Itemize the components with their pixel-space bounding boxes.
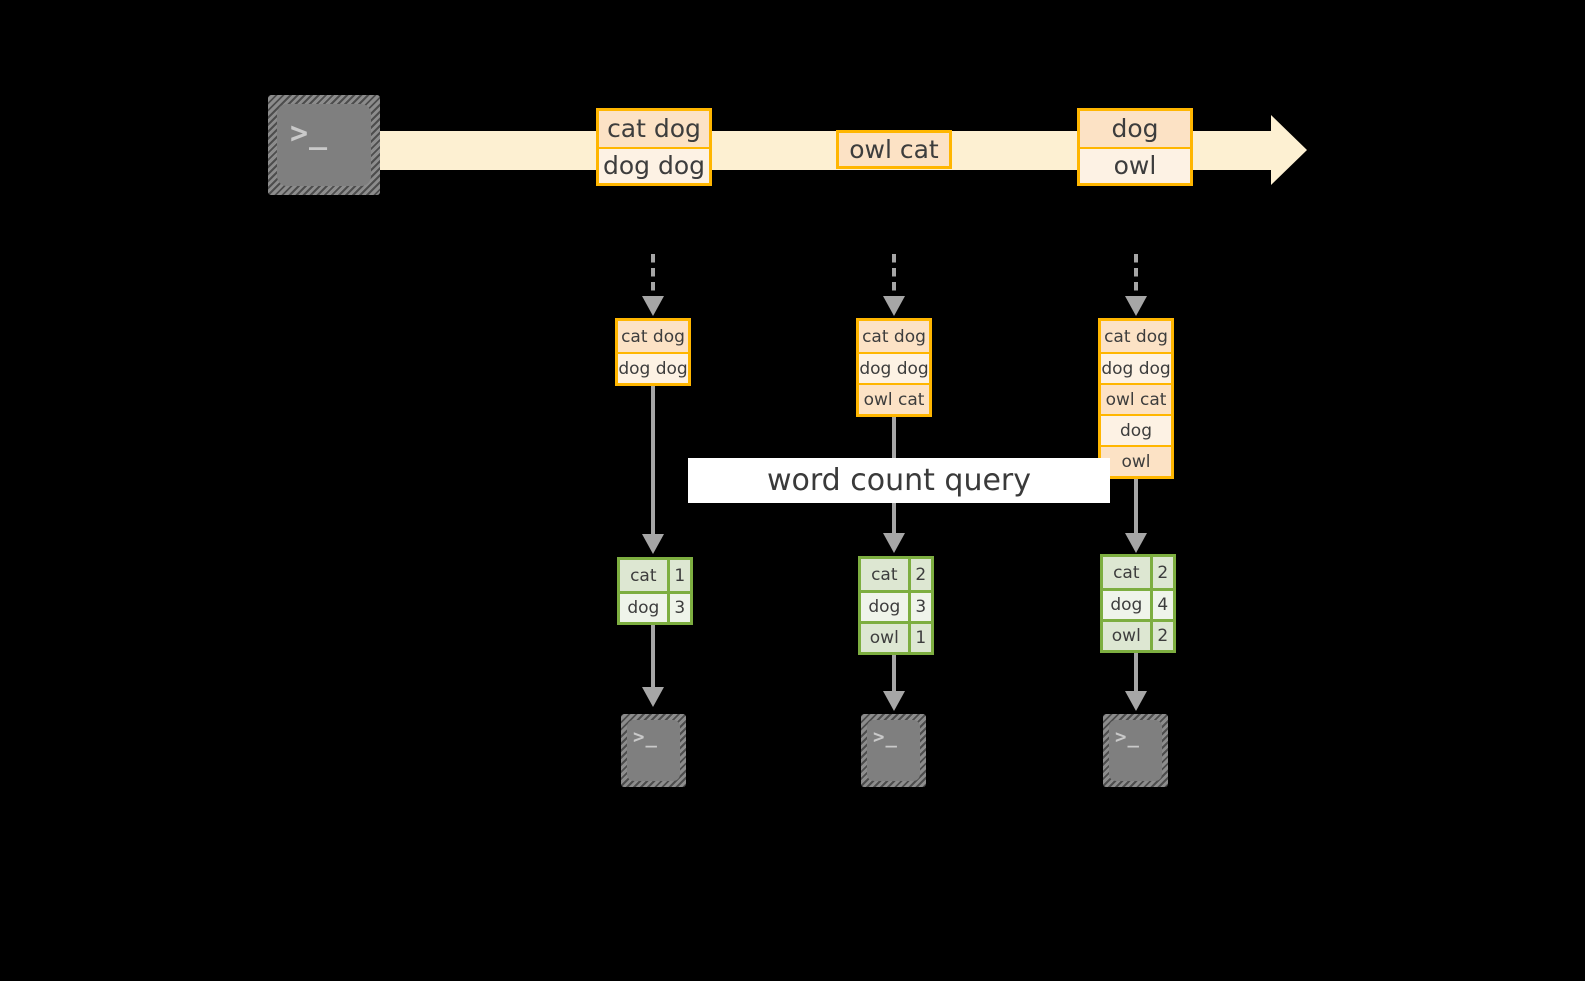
snapshot-3-input-table[interactable]: cat dog dog dog owl cat dog owl	[1098, 318, 1174, 479]
result-word: owl	[1103, 622, 1150, 650]
stream-record-batch-2[interactable]: owl cat	[836, 130, 952, 169]
snapshot-1-tap-line	[651, 254, 655, 302]
snapshot-1-input-table[interactable]: cat dog dog dog	[615, 318, 691, 386]
snapshot-2-tap-line	[892, 254, 896, 302]
table-row: dog 3	[861, 590, 931, 621]
snapshot-2-input-table[interactable]: cat dog dog dog owl cat	[856, 318, 932, 417]
stream-record-line: owl	[1080, 146, 1190, 183]
snapshot-2-tap-arrowhead	[883, 296, 905, 316]
input-line: cat dog	[618, 321, 688, 352]
snapshot-3-tap-line	[1134, 254, 1138, 302]
table-row: cat 1	[620, 560, 690, 591]
query-label: word count query	[688, 458, 1110, 503]
terminal-screen	[867, 720, 920, 781]
source-terminal-icon[interactable]: >_	[268, 95, 380, 195]
input-line: owl cat	[1101, 383, 1171, 414]
terminal-prompt-label: >_	[1115, 726, 1140, 748]
snapshot-3-tap-arrowhead	[1125, 296, 1147, 316]
result-count: 2	[907, 559, 931, 590]
table-row: owl 2	[1103, 619, 1173, 650]
snapshot-1-query-line	[651, 386, 655, 538]
result-count: 3	[666, 594, 690, 622]
snapshot-1-sink-terminal-icon[interactable]: >_	[621, 714, 686, 787]
snapshot-3-query-line	[1134, 479, 1138, 537]
table-row: owl 1	[861, 621, 931, 652]
result-count: 2	[1149, 622, 1173, 650]
stream-record-line: dog dog	[599, 146, 709, 183]
result-word: cat	[620, 560, 667, 591]
input-line: dog dog	[618, 352, 688, 383]
snapshot-3-sink-arrowhead	[1125, 691, 1147, 711]
result-word: cat	[861, 559, 908, 590]
input-line: cat dog	[859, 321, 929, 352]
result-word: owl	[861, 624, 908, 652]
terminal-screen	[627, 720, 680, 781]
snapshot-1-sink-arrowhead	[642, 687, 664, 707]
snapshot-3-query-arrowhead	[1125, 533, 1147, 553]
stream-record-line: cat dog	[599, 111, 709, 147]
snapshot-3-result-table[interactable]: cat 2 dog 4 owl 2	[1100, 554, 1176, 653]
result-count: 4	[1149, 591, 1173, 619]
stream-record-batch-3[interactable]: dog owl	[1077, 108, 1193, 186]
snapshot-1-result-table[interactable]: cat 1 dog 3	[617, 557, 693, 625]
table-row: dog 4	[1103, 588, 1173, 619]
result-word: dog	[1103, 591, 1150, 619]
snapshot-1-tap-arrowhead	[642, 296, 664, 316]
input-line: dog dog	[1101, 352, 1171, 383]
stream-record-line: owl cat	[839, 133, 949, 166]
table-row: cat 2	[1103, 557, 1173, 588]
table-row: cat 2	[861, 559, 931, 590]
snapshot-3-sink-terminal-icon[interactable]: >_	[1103, 714, 1168, 787]
stream-arrow-head	[1271, 115, 1307, 185]
snapshot-3-sink-line	[1134, 653, 1138, 695]
terminal-screen	[1109, 720, 1162, 781]
input-line: cat dog	[1101, 321, 1171, 352]
terminal-prompt-label: >_	[633, 726, 658, 748]
input-line: owl cat	[859, 383, 929, 414]
input-line: dog dog	[859, 352, 929, 383]
snapshot-2-sink-arrowhead	[883, 691, 905, 711]
result-word: cat	[1103, 557, 1150, 588]
result-word: dog	[861, 593, 908, 621]
snapshot-1-query-arrowhead	[642, 534, 664, 554]
terminal-prompt-label: >_	[873, 726, 898, 748]
result-count: 1	[666, 560, 690, 591]
result-count: 1	[907, 624, 931, 652]
input-line: owl	[1101, 445, 1171, 476]
result-count: 3	[907, 593, 931, 621]
terminal-prompt-label: >_	[290, 116, 329, 151]
stream-record-line: dog	[1080, 111, 1190, 147]
snapshot-2-query-arrowhead	[883, 533, 905, 553]
result-count: 2	[1149, 557, 1173, 588]
stream-record-batch-1[interactable]: cat dog dog dog	[596, 108, 712, 186]
snapshot-2-sink-line	[892, 655, 896, 695]
result-word: dog	[620, 594, 667, 622]
snapshot-1-sink-line	[651, 625, 655, 691]
table-row: dog 3	[620, 591, 690, 622]
snapshot-2-result-table[interactable]: cat 2 dog 3 owl 1	[858, 556, 934, 655]
snapshot-2-sink-terminal-icon[interactable]: >_	[861, 714, 926, 787]
terminal-screen	[277, 104, 371, 186]
input-line: dog	[1101, 414, 1171, 445]
